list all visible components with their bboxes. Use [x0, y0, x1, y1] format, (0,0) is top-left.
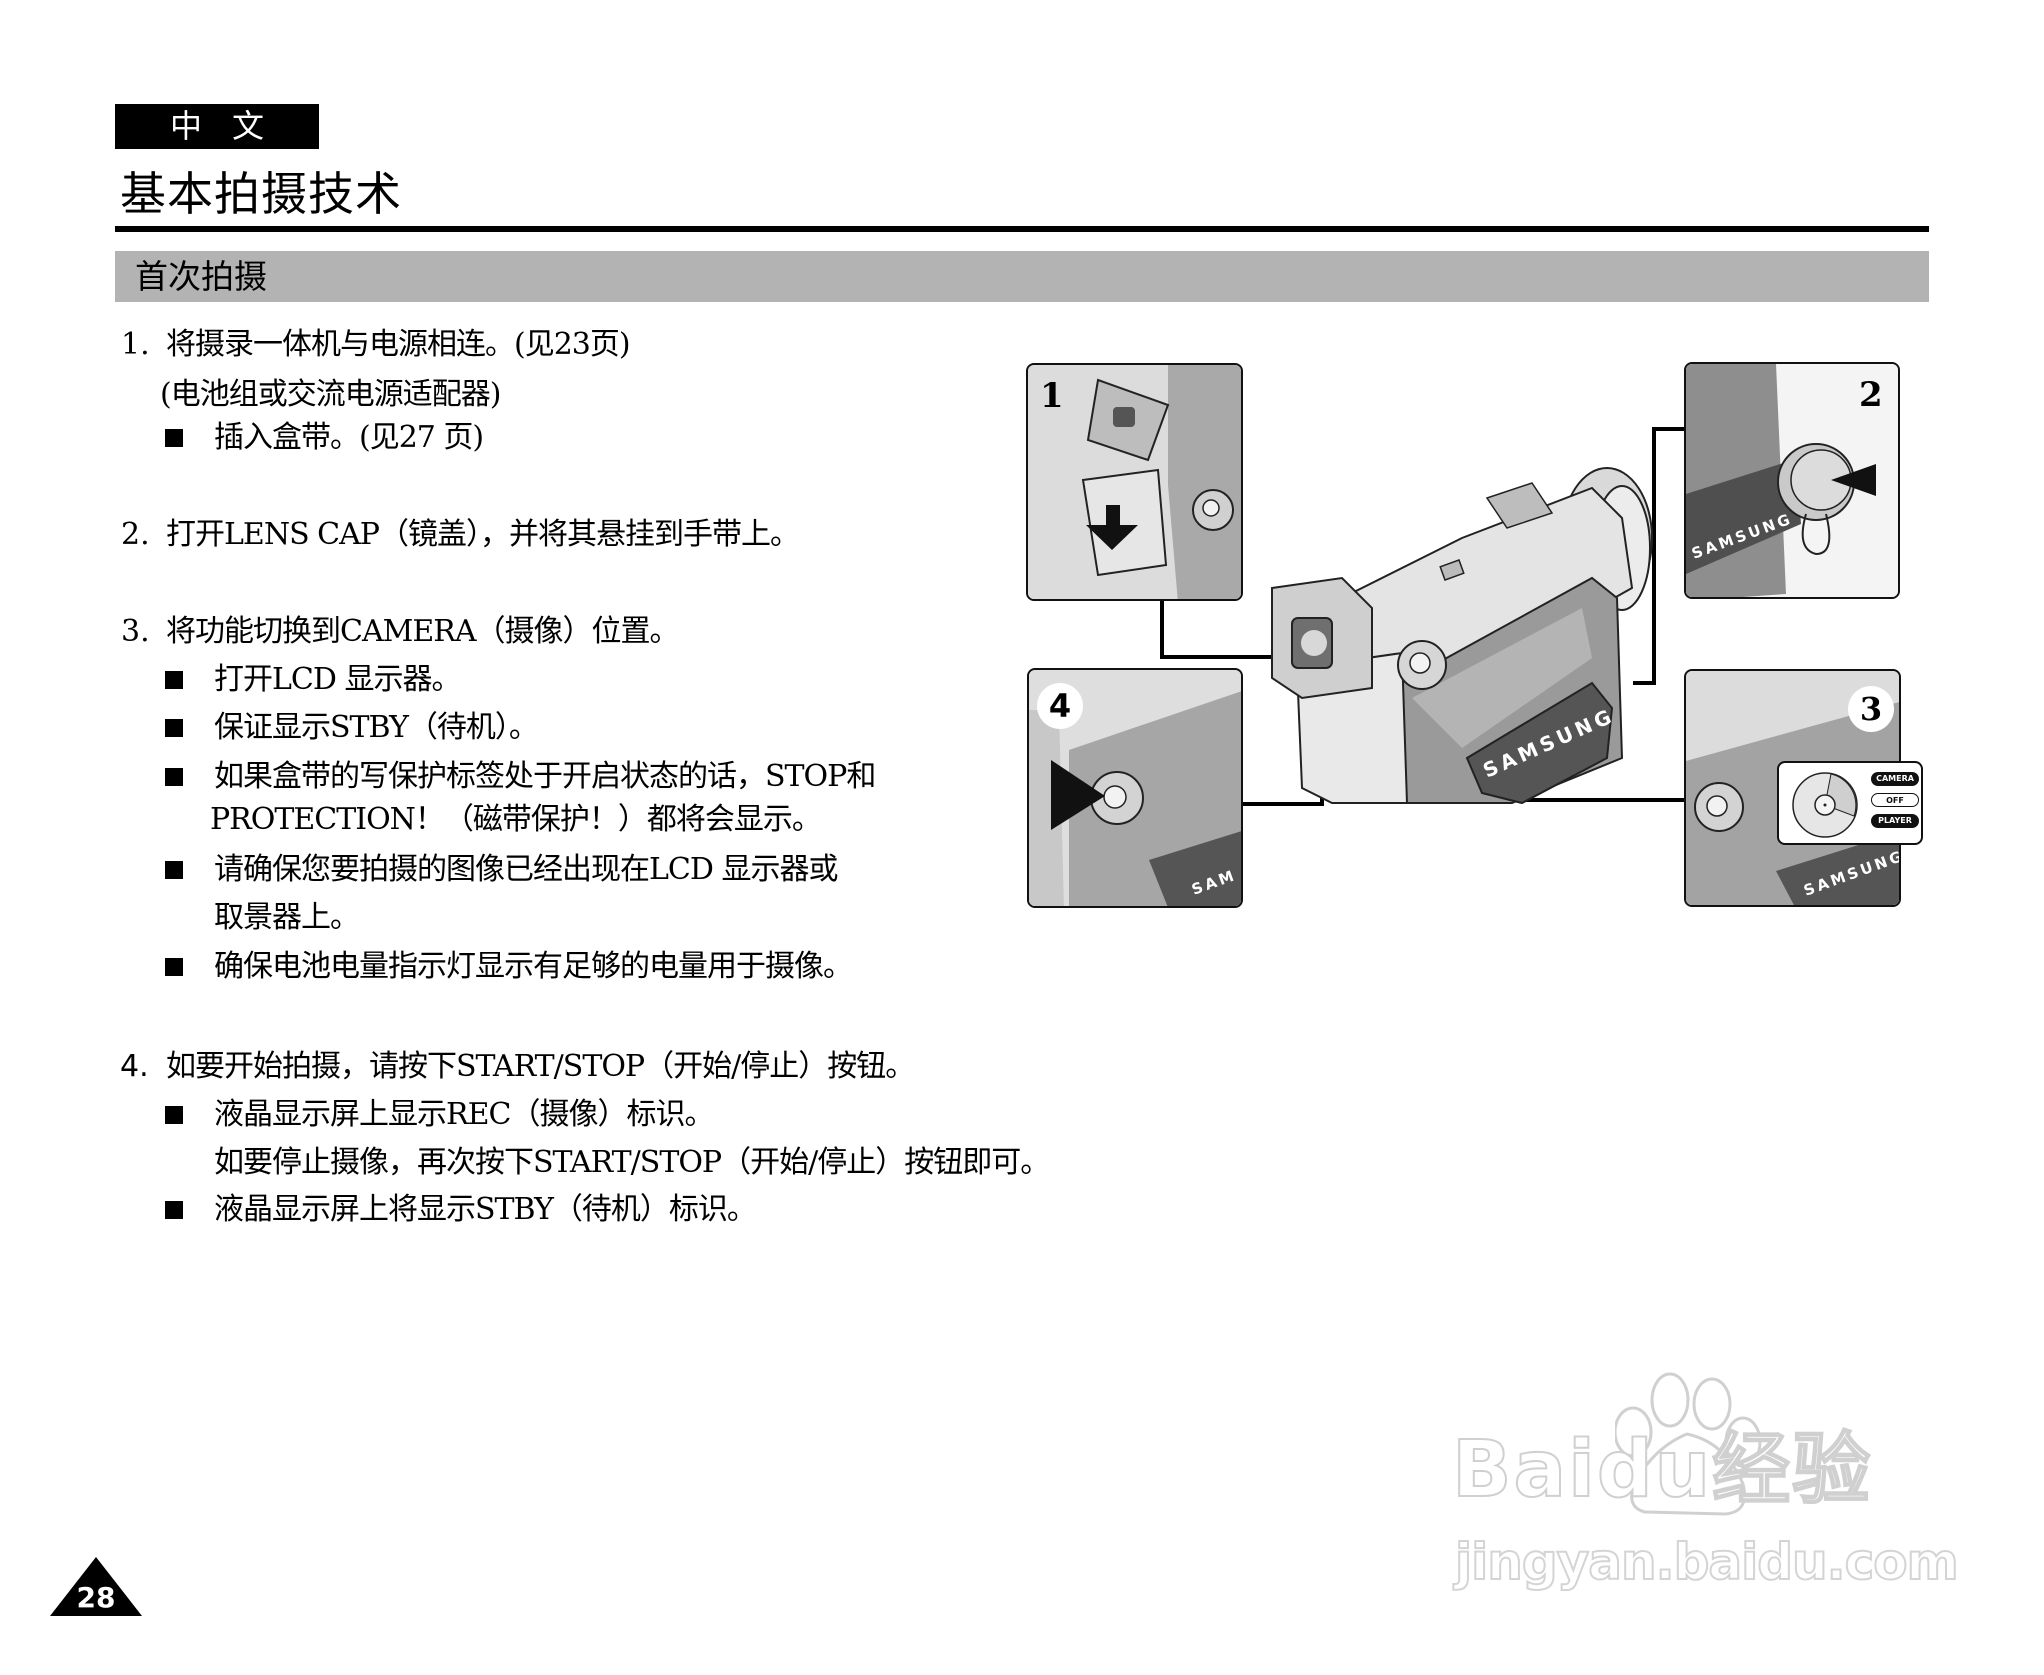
bullet-square-icon [165, 958, 183, 976]
language-tag: 中文 [115, 104, 319, 149]
battery-insert-illustration-icon [1028, 365, 1241, 599]
step-number: 2. [121, 517, 150, 552]
baidu-paw-icon [1615, 1372, 1762, 1516]
step-text: (电池组或交流电源适配器) [160, 377, 501, 412]
bullet-square-icon [165, 429, 183, 447]
bullet-square-icon [165, 1106, 183, 1124]
step-number: 4. [120, 1049, 149, 1084]
connector-line [1633, 681, 1656, 685]
bullet-text: 打开LCD 显示器。 [214, 662, 461, 697]
bullet-text: 插入盒带。(见27 页) [214, 420, 484, 455]
mode-label-player: PLAYER [1871, 814, 1919, 828]
panel-label: 3 [1848, 686, 1894, 732]
connector-line [1652, 427, 1684, 431]
step-text: 将功能切换到CAMERA（摄像）位置。 [166, 614, 679, 649]
connector-line [1160, 600, 1164, 659]
panel-1-battery: 1 [1026, 363, 1243, 601]
bullet-text: 确保电池电量指示灯显示有足够的电量用于摄像。 [214, 949, 853, 984]
bullet-text: 请确保您要拍摄的图像已经出现在LCD 显示器或 [214, 852, 838, 887]
section-header-bar: 首次拍摄 [115, 251, 1929, 302]
step-text: 将摄录一体机与电源相连。(见23页) [166, 327, 631, 362]
bullet-text: 取景器上。 [214, 900, 360, 935]
section-title: 首次拍摄 [135, 257, 267, 296]
connector-line [1485, 798, 1684, 802]
bullet-text: 如要停止摄像，再次按下START/STOP（开始/停止）按钮即可。 [214, 1145, 1050, 1180]
bullet-square-icon [165, 719, 183, 737]
watermark-url: jingyan.baidu.com [1454, 1532, 1960, 1592]
page-number: 28 [76, 1581, 116, 1614]
bullet-text: 如果盒带的写保护标签处于开启状态的话，STOP和 [214, 759, 876, 794]
page-number-triangle-icon [50, 1557, 142, 1616]
bullet-text: PROTECTION！（磁带保护！）都将会显示。 [210, 802, 822, 837]
bullet-square-icon [165, 1201, 183, 1219]
panel-label: 4 [1037, 683, 1083, 729]
bullet-square-icon [165, 671, 183, 689]
mode-dial-icon [1792, 772, 1858, 838]
watermark-logo: Baidu经验 [1451, 1424, 1873, 1516]
step-number: 1. [121, 327, 150, 362]
start-stop-illustration-icon: SAM [1029, 670, 1241, 906]
connector-line [1243, 802, 1324, 806]
mode-label-camera: CAMERA [1871, 772, 1919, 786]
mode-label-off: OFF [1871, 793, 1919, 807]
bullet-text: 液晶显示屏上显示REC（摄像）标识。 [214, 1097, 714, 1132]
lens-cap-illustration-icon: SAMSUNG [1686, 364, 1898, 597]
connector-line [1652, 427, 1656, 685]
panel-4-start-stop: SAM 4 [1027, 668, 1243, 908]
mode-dial-callout: CAMERA OFF PLAYER [1777, 761, 1923, 845]
step-text: 如要开始拍摄，请按下START/STOP（开始/停止）按钮。 [166, 1049, 915, 1084]
panel-label: 1 [1040, 376, 1064, 416]
bullet-square-icon [165, 861, 183, 879]
connector-line [1160, 655, 1284, 659]
title-divider [115, 226, 1929, 232]
bullet-square-icon [165, 768, 183, 786]
page-title: 基本拍摄技术 [120, 167, 402, 221]
panel-2-lens-cap: SAMSUNG 2 [1684, 362, 1900, 599]
bullet-text: 液晶显示屏上将显示STBY（待机）标识。 [214, 1192, 757, 1227]
step-text: 打开LENS CAP（镜盖），并将其悬挂到手带上。 [166, 517, 800, 552]
camcorder-icon: SAMSUNG [1271, 467, 1653, 805]
step-number: 3. [121, 614, 150, 649]
panel-label: 2 [1859, 375, 1883, 415]
bullet-text: 保证显示STBY（待机）。 [214, 710, 539, 745]
